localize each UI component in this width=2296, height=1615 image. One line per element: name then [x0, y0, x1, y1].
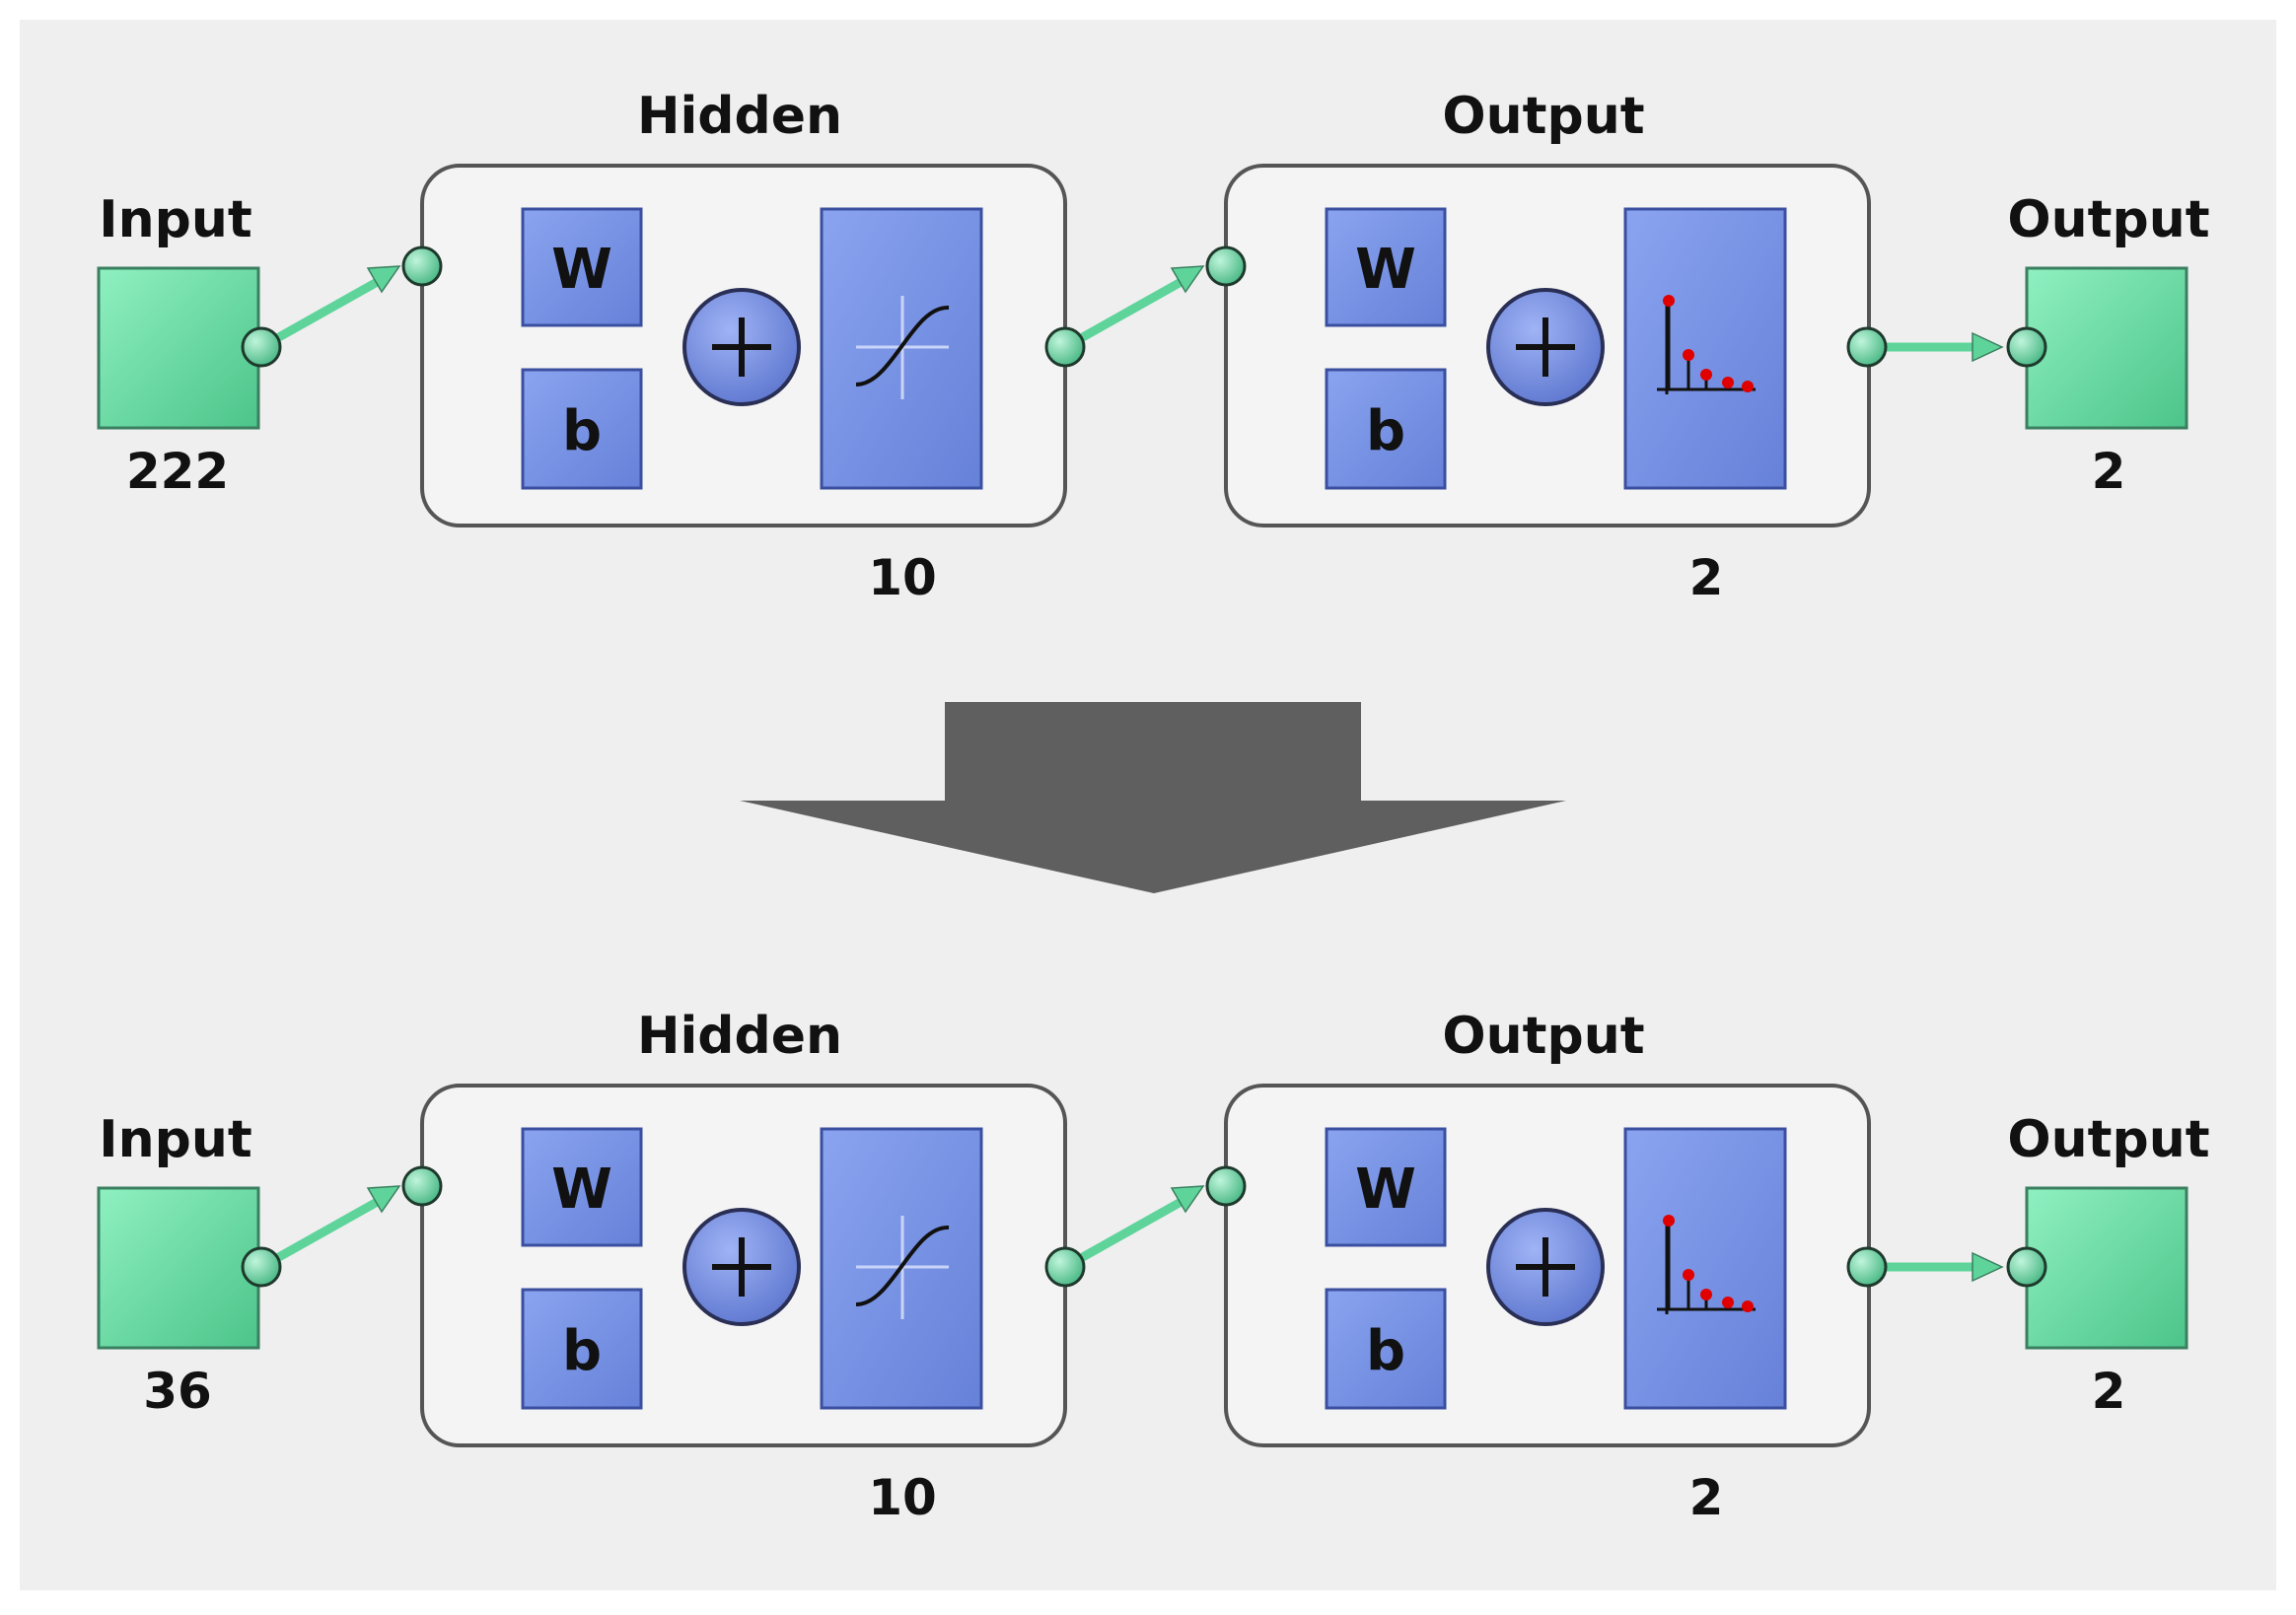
junction-dot [241, 326, 282, 368]
plus-junction-icon [1486, 1208, 1605, 1326]
hidden-bias-label: b [562, 1319, 602, 1383]
connector-arrowhead [1972, 1251, 2004, 1283]
hidden-layer-size: 10 [868, 549, 937, 606]
junction-dot [2006, 1246, 2047, 1288]
junction-dot [401, 1165, 443, 1207]
softmax-stem-plot-icon [1657, 1215, 1756, 1314]
output-block [2025, 266, 2188, 430]
output-label: Output [2007, 190, 2209, 249]
connector-arrowhead [366, 265, 401, 294]
junction-dot [1205, 1165, 1247, 1207]
output-size: 2 [2092, 1363, 2126, 1420]
connector [1062, 272, 1194, 351]
hidden-bias-label: b [562, 399, 602, 463]
connector-arrowhead [1170, 265, 1205, 294]
network-row-1: Input 222 Hidden W b 10 Output W b [97, 87, 2210, 606]
input-label: Input [99, 1110, 251, 1169]
input-size: 36 [143, 1363, 212, 1420]
output-weight-label: W [1355, 1158, 1416, 1222]
connector-arrowhead [1170, 1185, 1205, 1214]
softmax-stem-plot-icon [1657, 295, 1756, 394]
output-transfer-block [1623, 1127, 1787, 1410]
output-layer-title: Output [1442, 1007, 1644, 1066]
sigmoid-curve-icon [855, 296, 950, 399]
junction-dot [1205, 246, 1247, 287]
output-weight-label: W [1355, 238, 1416, 302]
junction-dot [241, 1246, 282, 1288]
hidden-weight-block [521, 207, 643, 327]
input-block [97, 1186, 260, 1350]
output-bias-label: b [1366, 1319, 1405, 1383]
sigmoid-curve-icon [855, 1216, 950, 1319]
connector [258, 272, 391, 351]
hidden-weight-block [521, 1127, 643, 1247]
output-layer-size: 2 [1689, 549, 1724, 606]
output-bias-block [1325, 1288, 1447, 1410]
output-bias-block [1325, 368, 1447, 490]
hidden-layer-title: Hidden [637, 1007, 842, 1066]
output-bias-label: b [1366, 399, 1405, 463]
junction-dot [1044, 1246, 1086, 1288]
hidden-weight-label: W [551, 238, 612, 302]
output-size: 2 [2092, 443, 2126, 500]
junction-dot [2006, 326, 2047, 368]
output-weight-block [1325, 1127, 1447, 1247]
junction-dot [1846, 326, 1888, 368]
plus-junction-icon [682, 288, 801, 406]
input-block [97, 266, 260, 430]
input-label: Input [99, 190, 251, 249]
hidden-layer-size: 10 [868, 1469, 937, 1526]
output-weight-block [1325, 207, 1447, 327]
output-block [2025, 1186, 2188, 1350]
input-size: 222 [126, 443, 229, 500]
output-transfer-block [1623, 207, 1787, 490]
down-arrow-icon [740, 702, 1566, 893]
junction-dot [401, 246, 443, 287]
hidden-bias-block [521, 368, 643, 490]
junction-dot [1846, 1246, 1888, 1288]
plus-junction-icon [682, 1208, 801, 1326]
connector-arrowhead [366, 1185, 401, 1214]
connector [258, 1192, 391, 1271]
junction-dot [1044, 326, 1086, 368]
output-label: Output [2007, 1110, 2209, 1169]
output-layer-size: 2 [1689, 1469, 1724, 1526]
network-row-2: Input 36 Hidden W b 10 Output W b [97, 1007, 2210, 1526]
connector-arrowhead [1972, 331, 2004, 363]
hidden-layer-title: Hidden [637, 87, 842, 146]
hidden-weight-label: W [551, 1158, 612, 1222]
connector [1062, 1192, 1194, 1271]
output-layer-title: Output [1442, 87, 1644, 146]
hidden-bias-block [521, 1288, 643, 1410]
plus-junction-icon [1486, 288, 1605, 406]
